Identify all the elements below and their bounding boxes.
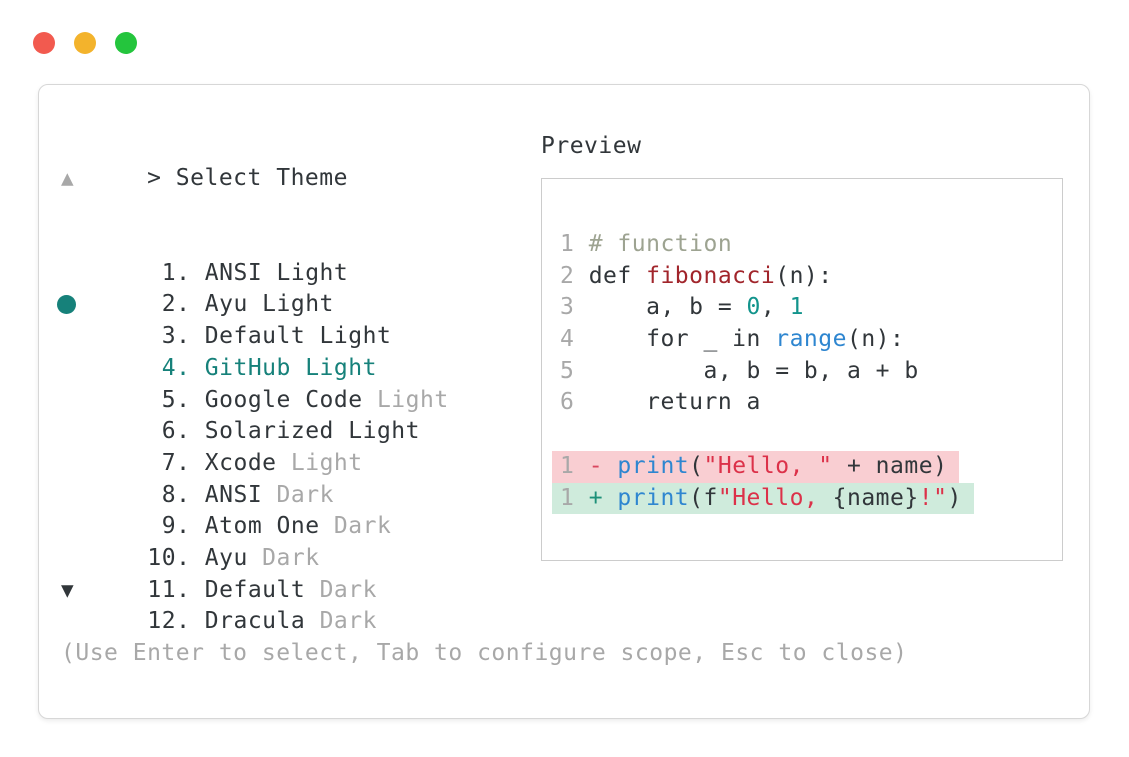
selected-bullet-icon bbox=[57, 295, 76, 315]
theme-list: 1. ANSI Light 2. Ayu Light 3. Default Li… bbox=[57, 194, 907, 634]
code-line: 6 return a bbox=[560, 389, 761, 416]
app-window: > Select Theme ▲ 1. ANSI Light 2. Ayu Li… bbox=[38, 84, 1090, 719]
theme-option-label: 9. Atom One Dark bbox=[147, 513, 392, 540]
code-line: 2 def fibonacci(n): bbox=[560, 262, 833, 289]
theme-option-label: 10. Ayu Dark bbox=[147, 544, 320, 571]
prompt-text: > Select Theme bbox=[147, 164, 348, 191]
scroll-up-indicator[interactable]: ▲ bbox=[61, 165, 75, 190]
theme-option[interactable]: 5. Google Code Light bbox=[61, 321, 907, 413]
theme-option-label: 2. Ayu Light bbox=[147, 291, 334, 318]
close-button[interactable] bbox=[33, 32, 55, 54]
theme-option[interactable]: 12. Dracula Dark bbox=[61, 543, 907, 634]
theme-option-label: 5. Google Code Light bbox=[147, 386, 449, 413]
theme-picker-panel: > Select Theme ▲ 1. ANSI Light 2. Ayu Li… bbox=[57, 131, 908, 670]
theme-option-label: 1. ANSI Light bbox=[147, 259, 349, 286]
code-line: 1 - print("Hello, " + name) bbox=[552, 450, 960, 483]
theme-option-label: 12. Dracula Dark bbox=[147, 608, 377, 635]
minimize-button[interactable] bbox=[74, 32, 96, 54]
maximize-button[interactable] bbox=[115, 32, 137, 54]
theme-option[interactable]: 4. GitHub Light bbox=[57, 289, 907, 381]
code-line: 3 a, b = 0, 1 bbox=[560, 294, 804, 321]
theme-option[interactable]: 10. Ayu Dark bbox=[61, 480, 907, 571]
theme-option-label: 7. Xcode Light bbox=[147, 449, 363, 476]
theme-option-label: 4. GitHub Light bbox=[147, 354, 377, 381]
prompt: > Select Theme bbox=[61, 131, 907, 191]
help-text: (Use Enter to select, Tab to configure s… bbox=[61, 640, 908, 666]
theme-option[interactable]: 1. ANSI Light bbox=[61, 194, 907, 286]
theme-option[interactable]: 7. Xcode Light bbox=[61, 385, 907, 476]
preview-label: Preview bbox=[541, 133, 642, 159]
window-controls bbox=[33, 32, 137, 54]
theme-option-label: 8. ANSI Dark bbox=[147, 481, 334, 508]
code-line: 4 for _ in range(n): bbox=[560, 326, 905, 353]
theme-option-label: 3. Default Light bbox=[147, 323, 392, 350]
theme-option-label: 6. Solarized Light bbox=[147, 418, 420, 445]
theme-option[interactable]: 2. Ayu Light bbox=[61, 226, 907, 317]
theme-option[interactable]: 9. Atom One Dark bbox=[61, 448, 907, 539]
theme-option-label: 11. Default Dark bbox=[147, 576, 377, 603]
code-line: 5 a, b = b, a + b bbox=[560, 357, 919, 384]
theme-option[interactable]: 6. Solarized Light bbox=[61, 353, 907, 444]
code-line: 1 + print(f"Hello, {name}!") bbox=[552, 482, 974, 515]
theme-option[interactable]: 8. ANSI Dark bbox=[61, 416, 907, 508]
preview-panel: 1 # function 2 def fibonacci(n): 3 a, b = … bbox=[541, 178, 1063, 561]
code-block: 1 # function 2 def fibonacci(n): 3 a, b = … bbox=[552, 229, 974, 515]
code-line: 1 # function bbox=[560, 231, 733, 257]
code-line bbox=[560, 419, 574, 451]
theme-option[interactable]: 11. Default Dark bbox=[61, 511, 907, 603]
scroll-down-indicator[interactable]: ▼ bbox=[61, 577, 75, 602]
theme-option[interactable]: 3. Default Light bbox=[61, 258, 907, 349]
